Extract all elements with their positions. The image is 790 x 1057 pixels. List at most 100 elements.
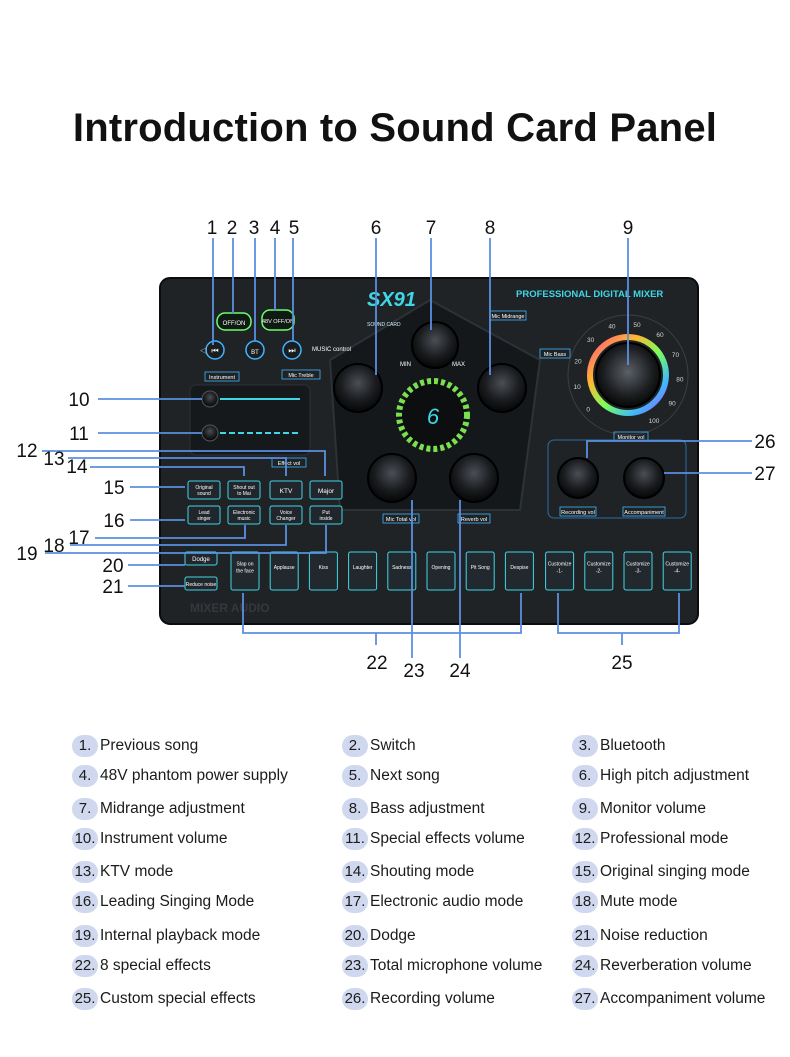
treble-tag [281,369,321,380]
effect-button-4[interactable] [348,551,378,591]
mode-button-label: sound [197,491,211,497]
callout-11: 11 [69,424,89,445]
sound-card-diagram: SX91 SOUND CARD PROFESSIONAL DIGITAL MIX… [16,218,775,682]
mode-button-label: Electronic [233,510,255,516]
legend-item-26: 26.Recording volume [342,986,495,1012]
custom-button-label: -1- [557,569,563,575]
legend-number: 13. [72,861,98,883]
legend-item-9: 9.Monitor volume [572,796,706,822]
custom-button-label: -4- [674,569,680,575]
recording-volume-knob[interactable] [557,457,599,499]
mode-button-r1-4[interactable] [309,480,343,500]
legend-number: 21. [572,925,598,947]
custom-button-12[interactable] [662,551,692,591]
next-song-button[interactable] [282,340,302,360]
mode-button-r1-3[interactable] [269,480,303,500]
reduce-noise-button[interactable] [184,576,218,591]
callout-4: 4 [270,218,281,239]
custom-button-11[interactable] [623,551,653,591]
legend-number: 5. [342,765,368,787]
legend-number: 8. [342,798,368,820]
callout-numbers: 1 2 3 4 5 6 7 8 9 10 11 12 13 14 15 16 1… [16,218,775,682]
legend-item-8: 8.Bass adjustment [342,796,485,822]
legend-item-15: 15.Original singing mode [572,859,750,885]
callout-24: 24 [449,661,471,682]
phantom-48v-button[interactable] [261,309,295,331]
legend-text: Noise reduction [600,927,708,944]
watermark: MIXER AUDIO [190,601,270,615]
effect-button-1[interactable] [230,551,260,591]
legend-item-25: 25.Custom special effects [72,986,256,1012]
accompaniment-tag [622,506,666,517]
custom-button-10[interactable] [584,551,614,591]
legend-item-19: 19.Internal playback mode [72,923,260,949]
switch-button[interactable] [216,312,252,331]
effect-button-7[interactable] [465,551,495,591]
effect-button-5[interactable] [387,551,417,591]
mode-button-label: to Mai [237,491,251,497]
midrange-label: Mic Midrange [491,314,524,320]
mode-button-r1-1[interactable] [187,480,221,500]
callout-25: 25 [611,653,632,674]
legend-item-4: 4.48V phantom power supply [72,763,288,789]
mode-button-label: Lead [198,510,209,516]
instrument-volume-knob[interactable] [201,390,219,408]
effect-button-2[interactable] [269,551,299,591]
mode-button-r1-2[interactable] [227,480,261,500]
reverb-knob[interactable] [449,453,499,503]
recording-tag [559,506,597,517]
legend-text: Previous song [100,737,199,754]
legend-text: Instrument volume [100,830,228,847]
treble-knob[interactable] [333,363,383,413]
callout-3: 3 [249,218,260,239]
legend-number: 9. [572,798,598,820]
effect-button-8[interactable] [504,551,534,591]
legend-item-5: 5.Next song [342,763,440,789]
custom-button-9[interactable] [545,551,575,591]
bass-knob[interactable] [477,363,527,413]
accompaniment-volume-knob[interactable] [623,457,665,499]
legend-number: 4. [72,765,98,787]
dial-tick-label: 60 [656,332,664,339]
mic-total-knob[interactable] [367,453,417,503]
legend-text: Accompaniment volume [600,990,766,1007]
custom-button-label: Customize [587,562,611,568]
dial-tick-label: 50 [633,322,641,329]
mode-button-r2-3[interactable] [269,505,303,525]
legend-text: Recording volume [370,990,495,1007]
custom-button-label: -3- [635,569,641,575]
legend-item-23: 23.Total microphone volume [342,953,542,979]
effect-button-6[interactable] [426,551,456,591]
legend-number: 7. [72,798,98,820]
legend-item-18: 18.Mute mode [572,889,678,915]
effect-volume-knob[interactable] [201,424,219,442]
effect-button-3[interactable] [308,551,338,591]
legend-item-2: 2.Switch [342,733,416,759]
dodge-button[interactable] [184,551,218,566]
callout-12: 12 [16,441,37,462]
custom-button-label: Customize [626,562,650,568]
slider-panel [189,384,311,456]
mode-button-r2-4[interactable] [309,505,343,525]
callout-10: 10 [68,390,89,411]
legend-item-1: 1.Previous song [72,733,198,759]
legend-text: 8 special effects [100,957,211,974]
phantom-label: 48V OFF/ON [262,319,294,325]
dial-tick-label: 10 [574,384,582,391]
legend-item-24: 24.Reverberation volume [572,953,752,979]
legend-text: Internal playback mode [100,927,261,944]
reduce-noise-label: Reduce noise [186,582,217,588]
previous-song-button[interactable] [205,340,225,360]
dial-tick-label: 40 [608,324,616,331]
midrange-knob[interactable] [411,321,459,369]
callout-5: 5 [289,218,300,239]
legend-item-7: 7.Midrange adjustment [72,796,245,822]
mode-button-r2-1[interactable] [187,505,221,525]
dial-tick-label: 80 [676,377,684,384]
legend-number: 12. [572,828,598,850]
mode-button-r2-2[interactable] [227,505,261,525]
legend-number: 25. [72,988,98,1010]
custom-button-label: -2- [596,569,602,575]
